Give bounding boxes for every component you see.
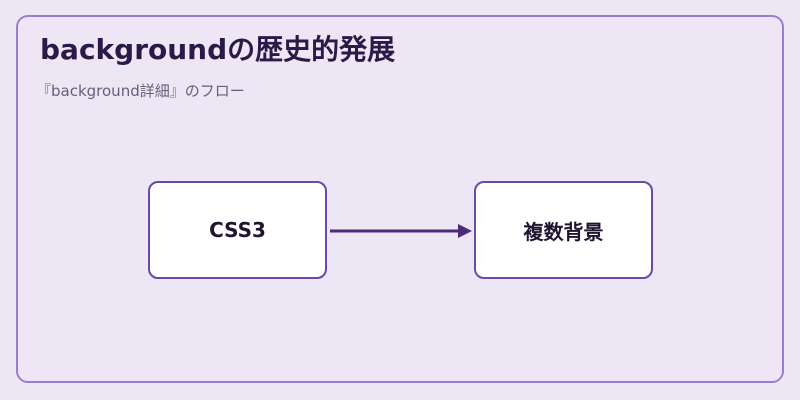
node-multi-bg: 複数背景 bbox=[474, 181, 653, 279]
node-css3: CSS3 bbox=[148, 181, 327, 279]
diagram-frame bbox=[16, 15, 784, 383]
node-multi-bg-label: 複数背景 bbox=[523, 219, 604, 244]
flow-arrow bbox=[330, 224, 472, 238]
diagram-subtitle: 『background詳細』のフロー bbox=[36, 82, 245, 100]
diagram-title: backgroundの歴史的発展 bbox=[40, 33, 396, 66]
flow-arrow-head bbox=[458, 224, 472, 238]
node-css3-label: CSS3 bbox=[209, 218, 266, 242]
